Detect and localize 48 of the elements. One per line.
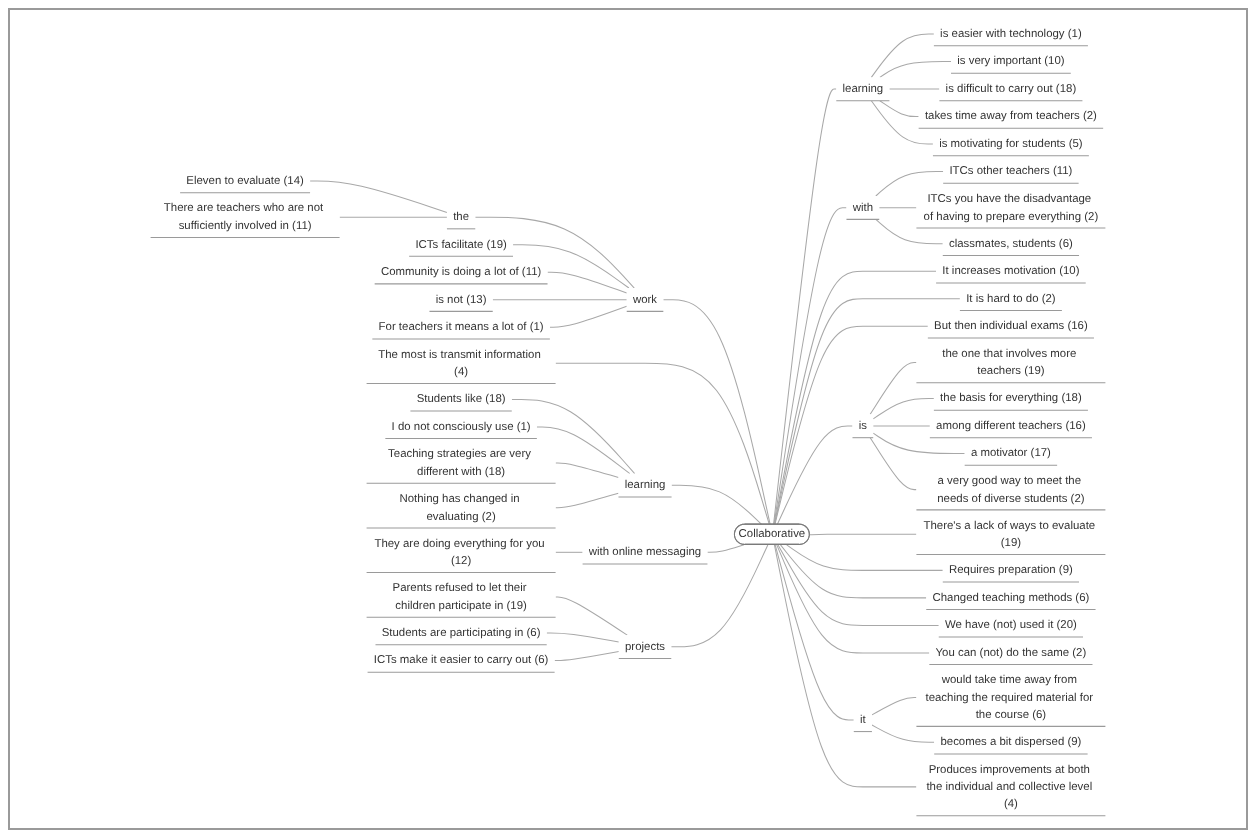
connector: [872, 425, 931, 427]
connector: [492, 299, 628, 301]
connector: [875, 171, 944, 197]
connector: [774, 544, 855, 721]
connector: [706, 544, 745, 553]
connector: [786, 544, 944, 571]
connector: [339, 216, 448, 218]
connector: [546, 632, 620, 643]
connector: [536, 426, 631, 475]
connector: [554, 651, 620, 662]
connector: [879, 61, 952, 78]
connector: [774, 325, 929, 526]
connector: [511, 398, 636, 475]
connector: [549, 305, 628, 328]
connector: [777, 544, 940, 626]
connector: [870, 33, 935, 78]
connector: [662, 299, 771, 526]
connector: [773, 544, 917, 788]
connector: [773, 207, 847, 526]
connector: [773, 270, 937, 526]
connector: [776, 544, 930, 654]
connector: [869, 361, 917, 415]
connector: [869, 437, 917, 491]
connector: [555, 362, 770, 526]
connector: [670, 544, 769, 648]
connector: [872, 432, 966, 455]
connector: [809, 533, 917, 536]
connector: [776, 425, 853, 526]
connector: [474, 216, 635, 289]
connector: [888, 88, 940, 90]
connector: [875, 218, 944, 245]
connector: [512, 244, 630, 289]
connector: [555, 492, 619, 509]
connector: [309, 180, 448, 213]
connector: [878, 207, 917, 209]
connector: [780, 544, 927, 599]
connector: [774, 298, 961, 526]
connector: [671, 484, 763, 526]
connector: [879, 100, 920, 118]
connector: [872, 397, 935, 420]
connector: [870, 100, 934, 145]
connector: [555, 462, 619, 479]
connector: [871, 697, 917, 716]
connector: [555, 551, 584, 553]
connector: [773, 88, 837, 526]
connector: [547, 271, 628, 294]
connector: [871, 724, 935, 743]
connector: [555, 596, 628, 636]
